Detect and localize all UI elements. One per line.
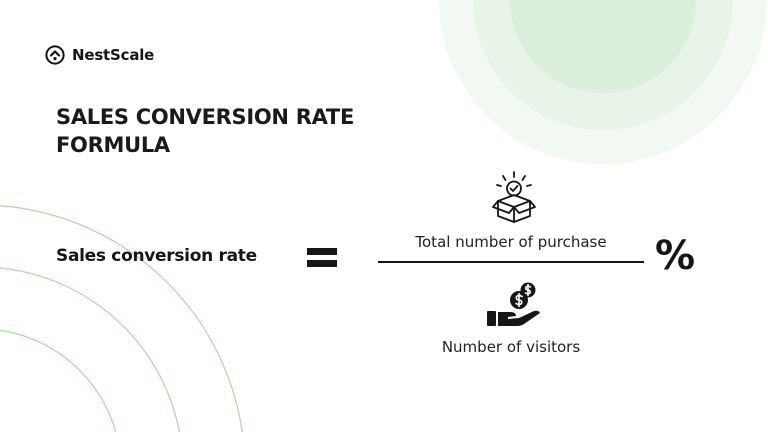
denominator-label: Number of visitors [441,338,581,356]
hand-holding-coins-icon [487,282,540,326]
open-box-checkmark-icon [492,171,536,223]
arc-lines-decoration [0,205,243,432]
numerator-label: Total number of purchase [415,233,607,251]
brand-logo: NestScale [45,45,154,65]
arrow-up-circle-icon [45,45,65,65]
equals-sign-icon [307,248,337,268]
concentric-circles-decoration [439,0,767,164]
fraction-divider [378,261,644,263]
title-line-2: FORMULA [56,133,170,157]
formula-lhs-label: Sales conversion rate [56,246,257,266]
title-line-1: SALES CONVERSION RATE [56,105,354,129]
brand-name: NestScale [72,46,155,64]
percent-sign: % [655,233,696,279]
page-title: SALES CONVERSION RATE FORMULA [56,103,354,159]
